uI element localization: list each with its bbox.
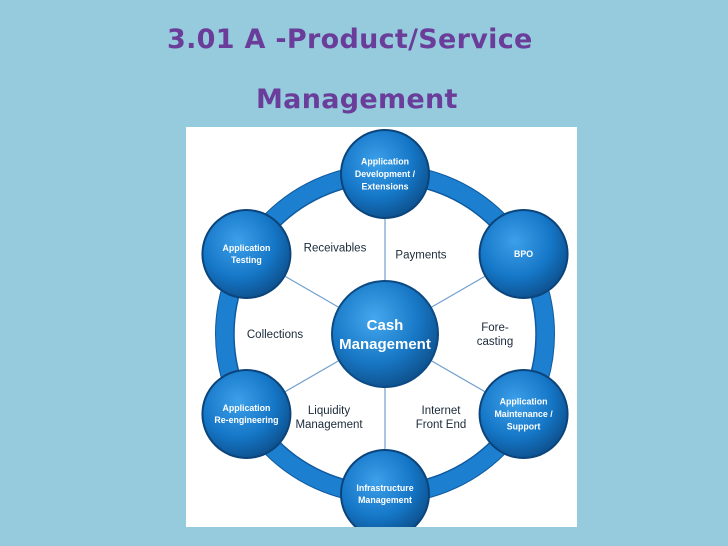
- center-circle: [333, 282, 437, 386]
- node-circle: [480, 211, 567, 297]
- segment-label-collections: Collections: [247, 329, 303, 341]
- segment-label-payments: Payments: [395, 249, 446, 261]
- node-circle: [203, 211, 290, 297]
- slide-title-line-1: 3.01 A -Product/Service: [167, 24, 533, 55]
- node-circle: [203, 371, 290, 457]
- segment-label-receivables: Receivables: [304, 242, 367, 254]
- node-circle: [342, 131, 428, 217]
- node-circle: [342, 451, 428, 527]
- segment-label-forecasting: Fore-casting: [477, 322, 513, 348]
- node-circle: [480, 371, 567, 457]
- node-bpo: BPO: [478, 209, 569, 299]
- node-label: BPO: [514, 249, 533, 259]
- slide-title-line-2: Management: [256, 84, 458, 115]
